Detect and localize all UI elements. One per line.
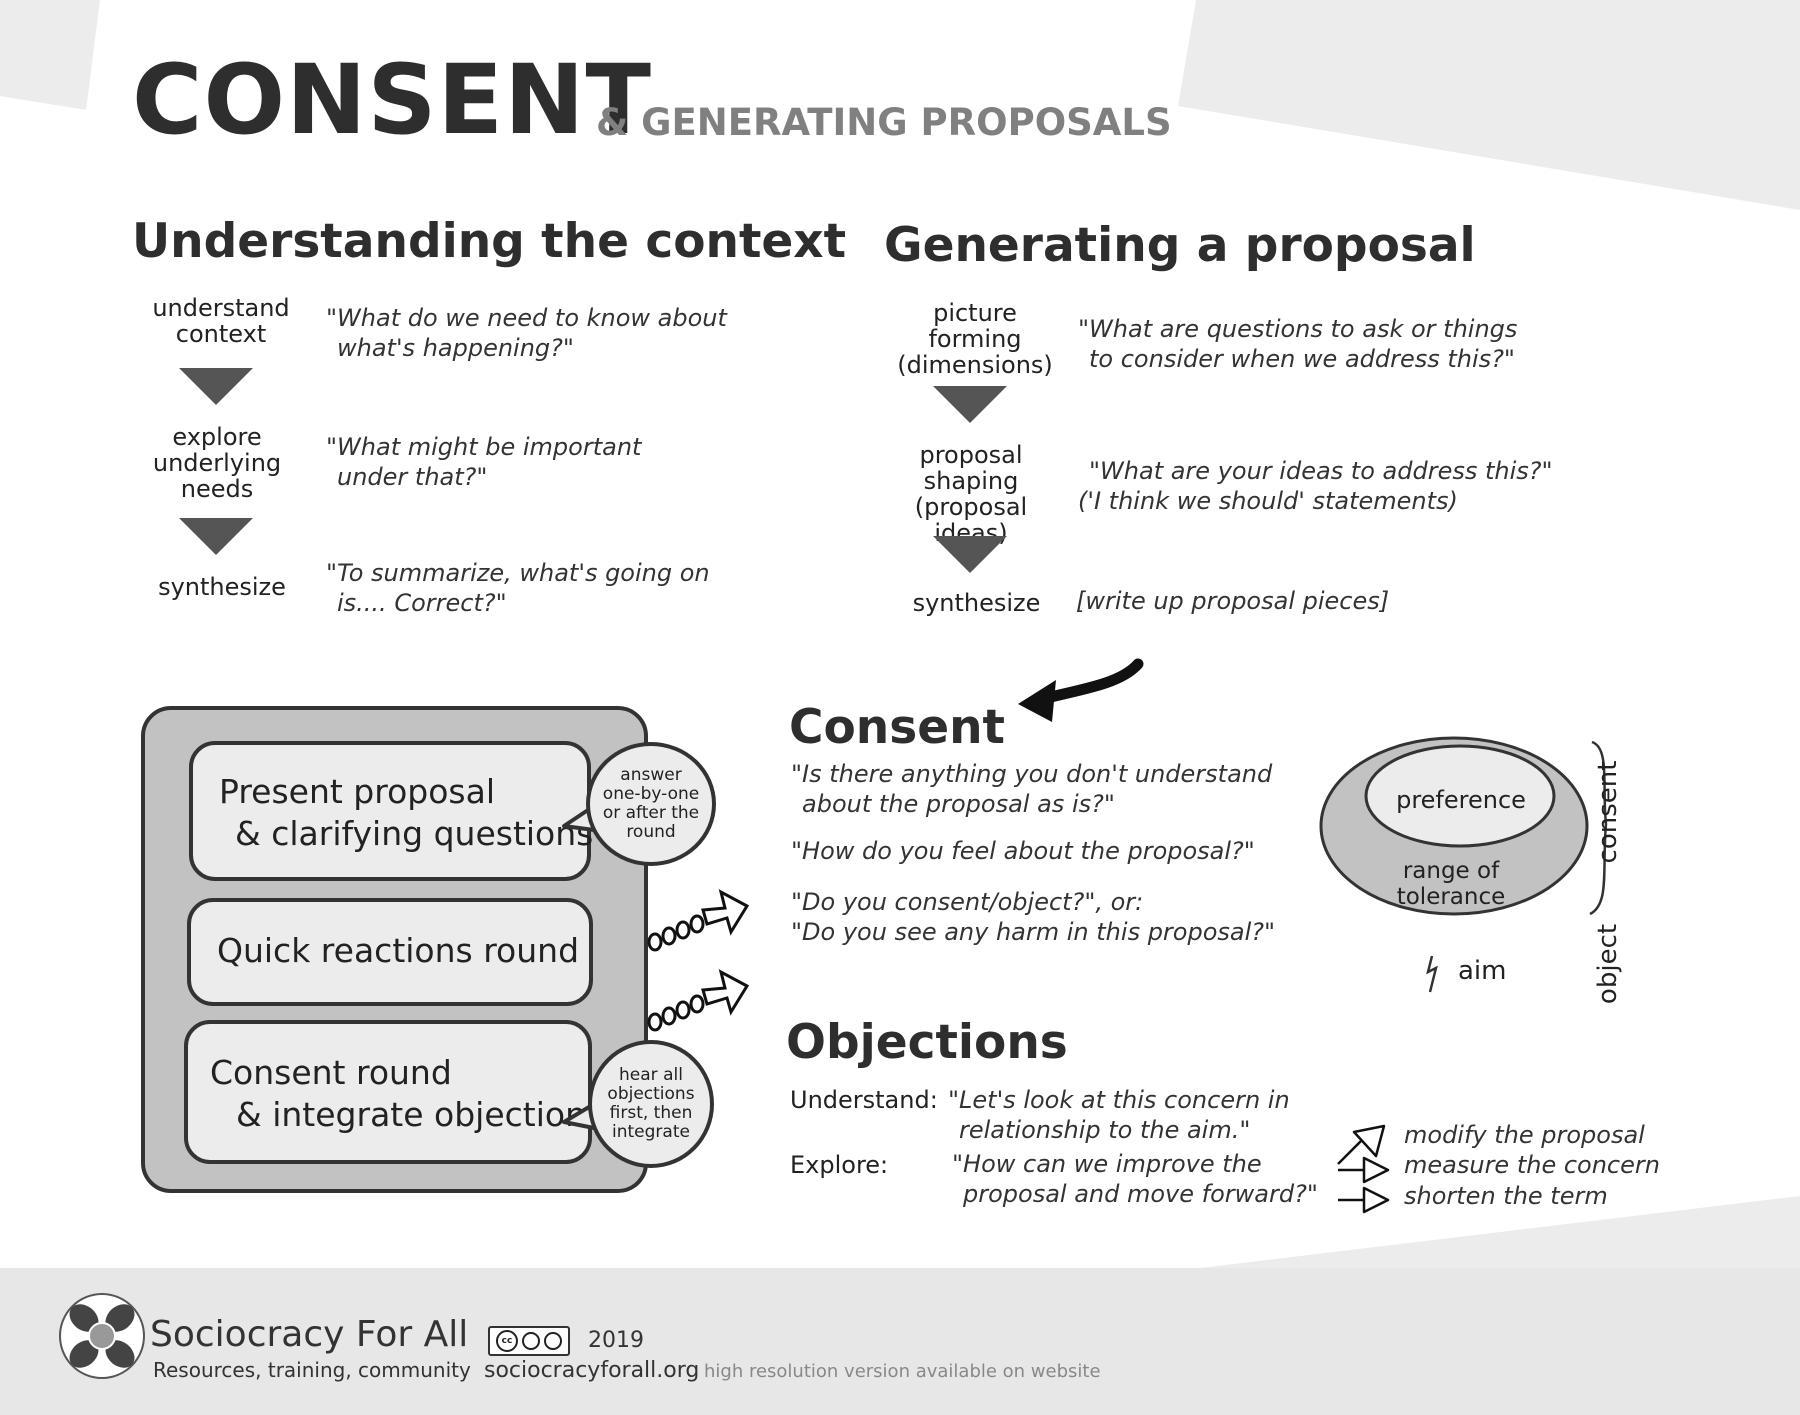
right-arrow-icon [1338,1156,1390,1184]
down-arrow-icon [179,368,253,405]
context-step-3-label: synthesize [158,573,286,601]
by-icon [522,1332,540,1350]
curved-arrow-icon [1018,658,1144,722]
right-arrow-icon [1338,1186,1390,1214]
round-arrow-icon [647,889,750,952]
consent-question-2: "How do you feel about the proposal?" [791,837,1255,865]
copyright-year: 2019 [588,1328,644,1353]
objections-explore-label: Explore: [790,1151,889,1179]
round-arrow-icon [647,969,750,1032]
page-subtitle: & GENERATING PROPOSALS [596,101,1172,144]
down-arrow-icon [933,536,1007,573]
context-heading: Understanding the context [132,214,847,269]
up-right-arrow-icon [1337,1124,1386,1165]
process-box-present-proposal: Present proposal & clarifying questions [189,741,593,881]
footer-note: high resolution version available on web… [704,1361,1101,1382]
objection-action-shorten: shorten the term [1404,1182,1608,1210]
objections-heading: Objections [786,1015,1068,1070]
proposal-step-2-quote: "What are your ideas to address this?"('… [1078,457,1553,515]
process-box-consent-round: Consent round & integrate objections [184,1020,603,1164]
aim-label: aim [1458,956,1507,986]
org-tagline: Resources, training, community [153,1358,471,1382]
preference-label: preference [1396,786,1526,814]
sociocracy-logo-icon [59,1293,145,1379]
objection-action-modify: modify the proposal [1404,1121,1645,1149]
proposal-step-3-label: synthesize [912,589,1041,617]
consent-side-label: consent [1593,760,1623,864]
sa-icon [544,1332,562,1350]
proposal-heading: Generating a proposal [884,218,1476,273]
objections-understand-label: Understand: [790,1086,938,1114]
consent-heading: Consent [789,700,1006,755]
proposal-step-3-quote: [write up proposal pieces] [1076,587,1390,615]
page-title: CONSENT [132,44,652,156]
process-box-quick-reactions: Quick reactions round [187,898,593,1006]
consent-question-3: "Do you consent/object?", or:"Do you see… [791,888,1276,946]
website-link[interactable]: sociocracyforall.org [484,1358,700,1383]
objection-action-measure: measure the concern [1404,1151,1660,1179]
down-arrow-icon [933,386,1007,423]
org-name: Sociocracy For All [150,1314,469,1355]
footer [0,1268,1800,1415]
tolerance-diagram [1319,736,1608,993]
down-arrow-icon [179,518,253,555]
cc-icon: cc [496,1330,518,1352]
license-badge: cc [488,1326,570,1356]
object-side-label: object [1593,923,1623,1005]
